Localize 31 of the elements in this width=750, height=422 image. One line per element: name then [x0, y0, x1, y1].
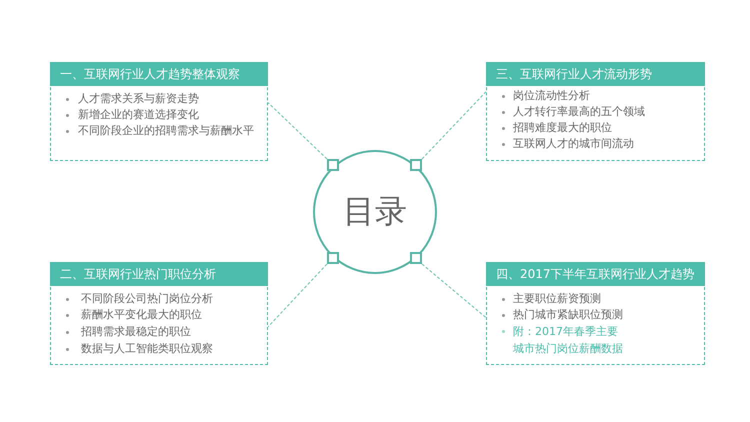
list-item: 人才需求关系与薪资走势: [78, 91, 199, 107]
dashed-connector: [422, 91, 486, 160]
section-card: [50, 62, 268, 161]
list-item: 热门城市紧缺职位预测: [513, 307, 623, 323]
list-item: 附：2017年春季主要城市热门岗位薪酬数据: [513, 324, 624, 357]
section-heading: 三、互联网行业人才流动形势: [486, 62, 705, 86]
list-item: 不同阶段公司热门岗位分析: [81, 291, 213, 307]
list-item: 不同阶段企业的招聘需求与薪酬水平: [78, 123, 254, 139]
dashed-connector: [268, 264, 328, 328]
list-item: 薪酬水平变化最大的职位: [81, 307, 202, 323]
list-item: 人才转行率最高的五个领域: [513, 104, 645, 120]
contents-title: 目录: [343, 194, 407, 230]
list-item: 岗位流动性分析: [513, 88, 590, 104]
section-card: [50, 262, 268, 365]
square-marker: [327, 252, 339, 264]
list-item: 互联网人才的城市间流动: [513, 136, 634, 152]
square-marker: [410, 252, 422, 264]
list-item: 主要职位薪资预测: [513, 291, 601, 307]
square-marker: [410, 159, 422, 171]
square-marker: [327, 159, 339, 171]
list-item: 招聘难度最大的职位: [513, 120, 612, 136]
list-item: 新增企业的赛道选择变化: [78, 107, 199, 123]
section-card: [486, 62, 705, 161]
list-item: 数据与人工智能类职位观察: [81, 341, 213, 357]
dashed-connector: [422, 264, 486, 318]
section-heading: 二、互联网行业热门职位分析: [50, 262, 268, 286]
section-heading: 一、互联网行业人才趋势整体观察: [50, 62, 268, 86]
list-item: 招聘需求最稳定的职位: [81, 324, 191, 340]
dashed-connector: [268, 102, 328, 160]
section-heading: 四、2017下半年互联网行业人才趋势: [486, 262, 705, 286]
section-card: [486, 262, 705, 365]
